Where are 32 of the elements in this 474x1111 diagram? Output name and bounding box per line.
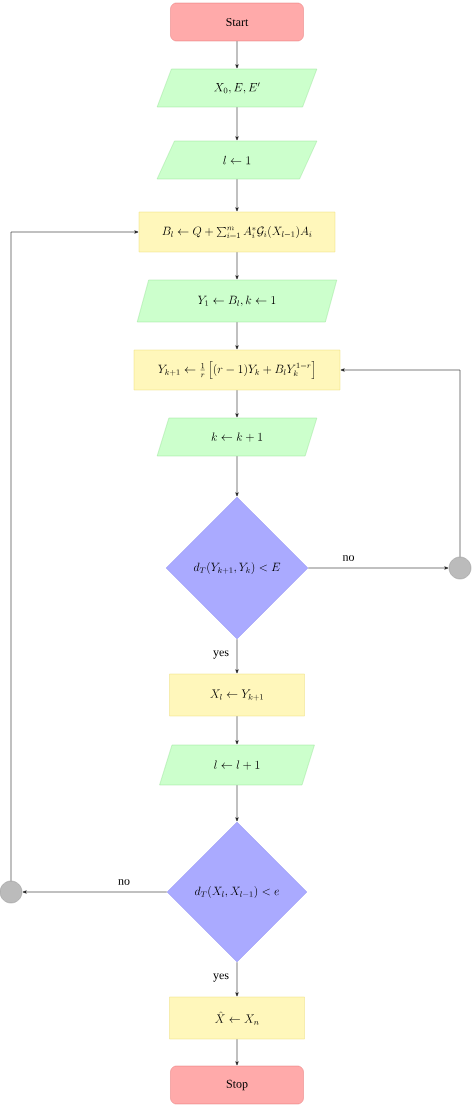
arrow [307, 566, 449, 570]
arrow [235, 715, 239, 745]
edge-label: no [341, 554, 356, 562]
edge-label: no [117, 878, 131, 886]
arrow [235, 455, 239, 497]
arrow [10, 230, 139, 882]
io-parallelogram: $Y_1 \leftarrow B_l, k \leftarrow 1$ [137, 279, 337, 323]
arrow [235, 389, 239, 418]
arrow [235, 178, 239, 212]
connector-circle [448, 556, 472, 580]
arrow [235, 321, 239, 350]
arrow [235, 784, 239, 822]
arrow [235, 1038, 239, 1066]
process-box: $X_l \leftarrow Y_{k+1}$ [169, 673, 305, 717]
arrow [235, 40, 239, 69]
edge-label: yes [212, 972, 230, 983]
arrow [235, 106, 239, 141]
process-box: $\hat{X} \leftarrow X_n$ [169, 996, 305, 1040]
io-parallelogram: $l \leftarrow l+1$ [159, 744, 315, 786]
process-box: $Y_{k+1} \leftarrow \frac{1}{r}\left[(r-1)Y_k + B_l Y_k^{1-r}\right]$ [133, 349, 341, 391]
arrow [235, 638, 239, 674]
io-parallelogram: $l \leftarrow 1$ [156, 140, 318, 180]
edge-label: yes [212, 649, 230, 660]
terminal-box: Start [170, 2, 304, 42]
arrow [22, 890, 168, 894]
process-box: $B_l \leftarrow Q + \sum_{i=1}^{m} A_i^{*} \mathcal{G}_i(X_{l-1}) A_i$ [138, 211, 336, 253]
io-parallelogram: $X_0, E, E'$ [156, 68, 318, 108]
arrow [235, 961, 239, 997]
arrow [340, 368, 461, 558]
io-parallelogram: $k \leftarrow k+1$ [156, 417, 318, 457]
terminal-box: Stop [170, 1065, 304, 1105]
arrow [235, 251, 239, 280]
